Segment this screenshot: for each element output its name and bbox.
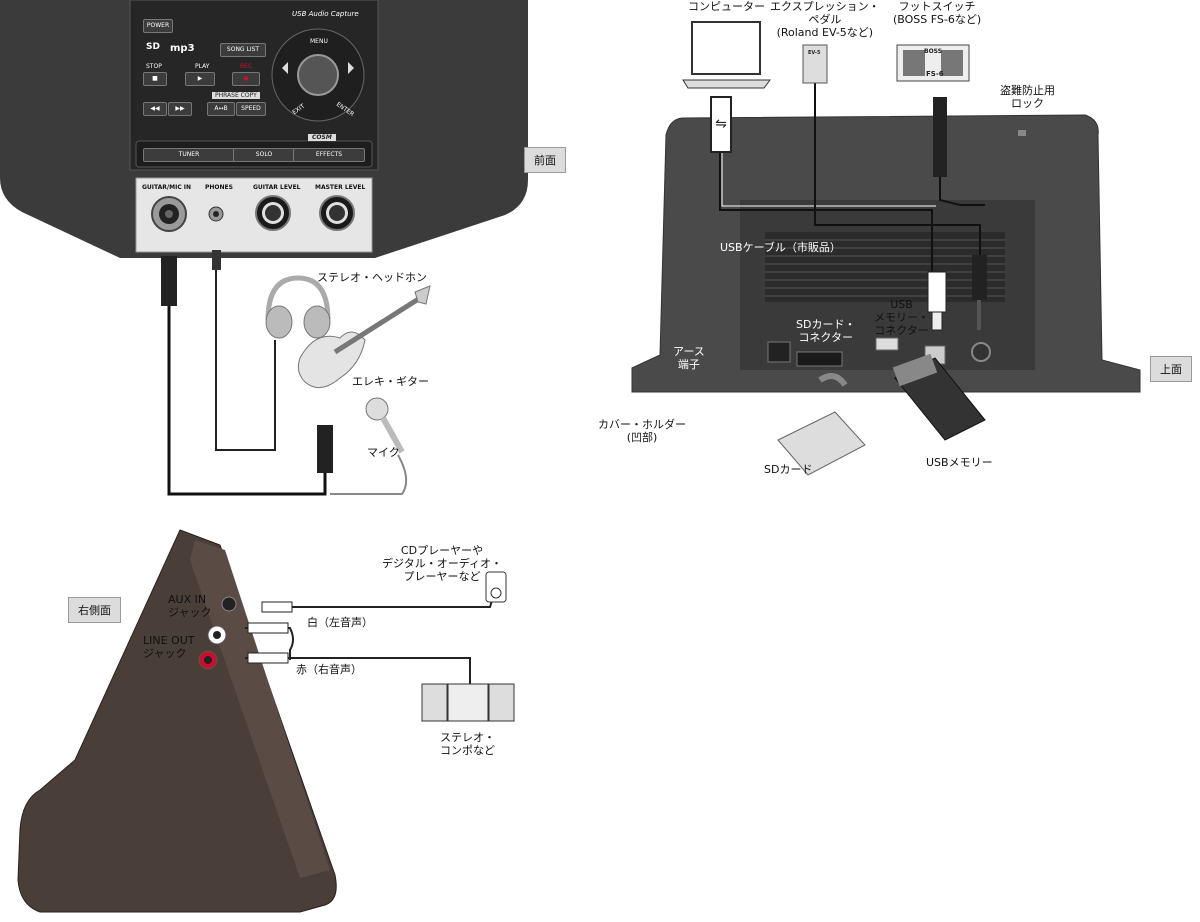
computer-icon: ⇋ bbox=[682, 21, 771, 153]
usb-memory-icon bbox=[892, 353, 986, 441]
usb-cable-label: USBケーブル（市販品） bbox=[720, 241, 841, 254]
fast-forward-button[interactable]: ▶▶ bbox=[168, 102, 192, 116]
expression-pedal-icon bbox=[802, 44, 828, 84]
play-button[interactable]: ▶ bbox=[185, 72, 215, 86]
usb-memory-label: USBメモリー bbox=[926, 456, 993, 469]
stereo-component-icon bbox=[421, 683, 515, 722]
effects-button[interactable]: EFFECTS bbox=[293, 148, 365, 162]
tuner-button[interactable]: TUNER bbox=[143, 148, 235, 162]
song-list-button[interactable]: SONG LIST bbox=[220, 43, 266, 57]
stop-button[interactable]: ■ bbox=[143, 72, 167, 86]
stop-label: STOP bbox=[146, 63, 162, 70]
sd-card-icon bbox=[777, 373, 866, 476]
power-button[interactable]: POWER bbox=[143, 19, 173, 33]
rec-label: REC bbox=[240, 63, 253, 70]
front-device-body bbox=[0, 0, 528, 258]
solo-button[interactable]: SOLO bbox=[233, 148, 295, 162]
red-right-label: 赤（右音声） bbox=[296, 663, 362, 676]
digital-audio-player-icon bbox=[485, 571, 507, 603]
sd-card-connector-label: SDカード・ コネクター bbox=[796, 318, 856, 344]
microphone-icon bbox=[365, 397, 405, 454]
front-cables bbox=[161, 250, 408, 496]
rec-button[interactable]: ● bbox=[232, 72, 260, 86]
theft-lock-label: 盗難防止用 ロック bbox=[1000, 84, 1055, 110]
cd-player-label: CDプレーヤーや デジタル・オーディオ・ プレーヤーなど bbox=[382, 544, 503, 583]
mp3-logo: mp3 bbox=[170, 43, 195, 54]
rewind-button[interactable]: ◀◀ bbox=[143, 102, 167, 116]
front-view-tag: 前面 bbox=[524, 147, 566, 173]
phones-label: PHONES bbox=[205, 184, 233, 191]
phrase-copy-label: PHRASE COPY bbox=[212, 92, 260, 99]
menu-label: MENU bbox=[310, 38, 328, 45]
stereo-component-label: ステレオ・ コンポなど bbox=[440, 731, 495, 757]
sd-card-label: SDカード bbox=[764, 463, 813, 476]
footswitch-label: フットスイッチ (BOSS FS-6など) bbox=[893, 0, 982, 26]
cover-holder-label: カバー・ホルダー (凹部) bbox=[598, 418, 686, 444]
guitar-label: エレキ・ギター bbox=[352, 375, 429, 388]
side-cables bbox=[245, 589, 496, 690]
expression-pedal-label: エクスプレッション・ ペダル (Roland EV-5など) bbox=[770, 0, 880, 39]
computer-label: コンピューター bbox=[688, 0, 765, 13]
fs6-brand-label: BOSS bbox=[924, 48, 943, 55]
aux-in-label: AUX IN ジャック bbox=[168, 593, 212, 619]
speed-button[interactable]: SPEED bbox=[236, 102, 266, 116]
usb-memory-connector-label: USB メモリー・ コネクター bbox=[874, 298, 929, 337]
mic-label: マイク bbox=[367, 446, 400, 459]
play-label: PLAY bbox=[195, 63, 210, 70]
line-out-label: LINE OUT ジャック bbox=[143, 634, 195, 660]
side-device-body bbox=[17, 529, 337, 913]
fs6-model-label: FS-6 bbox=[926, 70, 944, 78]
white-left-label: 白（左音声） bbox=[307, 616, 373, 629]
top-view-tag: 上面 bbox=[1150, 356, 1192, 382]
guitar-level-label: GUITAR LEVEL bbox=[253, 184, 301, 191]
usb-audio-capture-label: USB Audio Capture bbox=[292, 10, 359, 18]
ground-terminal-label: アース 端子 bbox=[673, 345, 705, 371]
top-device-body bbox=[631, 114, 1141, 393]
footswitch-icon bbox=[896, 44, 970, 177]
sd-logo: SD bbox=[146, 42, 160, 52]
side-view-tag: 右側面 bbox=[68, 597, 121, 623]
master-level-label: MASTER LEVEL bbox=[315, 184, 366, 191]
ev5-model-label: EV-5 bbox=[808, 50, 821, 56]
cosm-logo: COSM bbox=[308, 134, 336, 141]
ab-repeat-button[interactable]: A↔B bbox=[207, 102, 235, 116]
electric-guitar-icon bbox=[297, 285, 431, 389]
headphones-label: ステレオ・ヘッドホン bbox=[317, 271, 427, 284]
top-cables bbox=[719, 80, 987, 331]
guitar-mic-in-label: GUITAR/MIC IN bbox=[142, 184, 192, 191]
headphones-icon bbox=[265, 275, 331, 339]
svg-text:⇋: ⇋ bbox=[715, 116, 727, 132]
